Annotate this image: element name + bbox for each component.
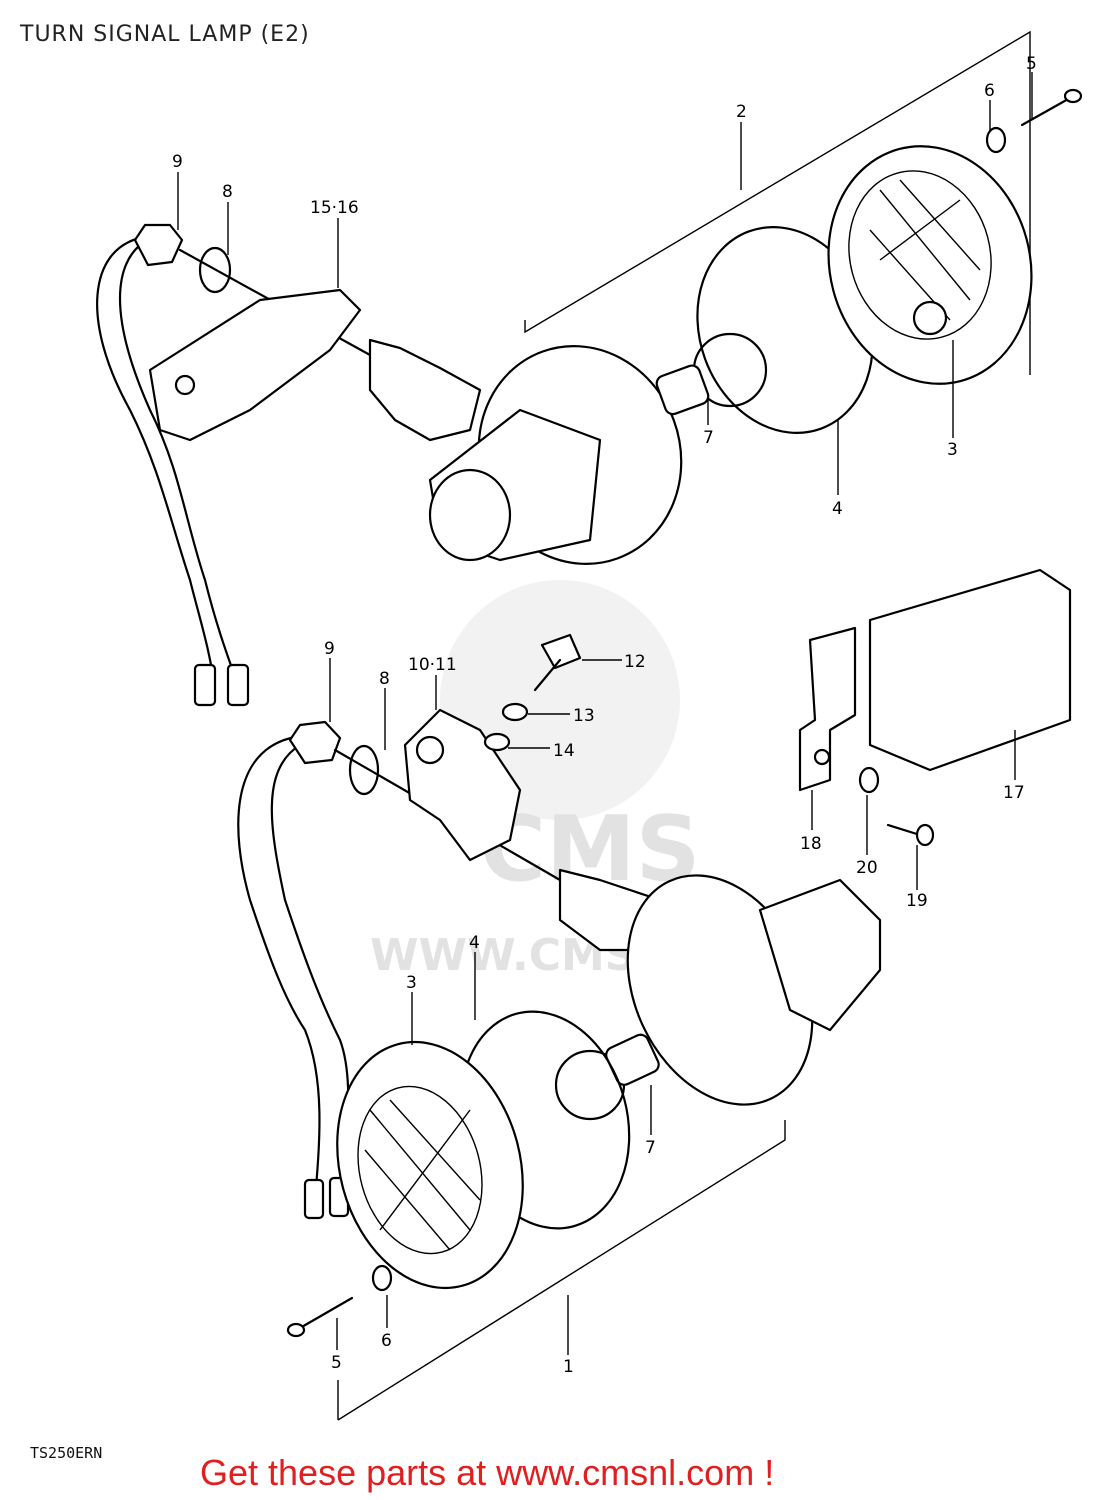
upper-assembly-bracket <box>524 30 1031 375</box>
upper-screw <box>1020 96 1072 127</box>
promo-link[interactable]: Get these parts at www.cmsnl.com ! <box>200 1452 775 1493</box>
lower-screw <box>298 1296 354 1330</box>
callout-lower-10-11: 10·11 <box>408 655 457 675</box>
upper-socket <box>368 338 482 442</box>
callout-lower-5: 5 <box>331 1353 342 1373</box>
lower-nut <box>288 720 342 765</box>
callout-lower-1: 1 <box>563 1357 574 1377</box>
callout-lower-6: 6 <box>381 1331 392 1351</box>
callout-upper-8: 8 <box>222 182 233 202</box>
callout-lower-12: 12 <box>624 652 646 672</box>
lower-lens <box>336 1040 524 1290</box>
leader-lines <box>177 72 1033 1355</box>
lower-assembly-bracket <box>337 1120 786 1421</box>
callout-lower-9: 9 <box>324 639 335 659</box>
lower-washer <box>348 744 380 796</box>
callout-upper-5: 5 <box>1026 54 1037 74</box>
callout-upper-2: 2 <box>736 102 747 122</box>
callout-upper-15-16: 15·16 <box>310 198 359 218</box>
upper-lens <box>827 145 1033 385</box>
upper-nut <box>133 223 184 267</box>
lower-wire-terminal-a <box>303 1178 325 1220</box>
callout-lower-3: 3 <box>406 973 417 993</box>
upper-mount-bracket <box>148 288 362 442</box>
callout-lower-17: 17 <box>1003 783 1025 803</box>
upper-wire-terminal-a <box>193 663 217 707</box>
callout-upper-6: 6 <box>984 81 995 101</box>
callout-lower-13: 13 <box>573 706 595 726</box>
callout-lower-7: 7 <box>645 1138 656 1158</box>
callout-lower-8: 8 <box>379 669 390 689</box>
flasher-relay <box>868 568 1072 772</box>
callout-labels: 2 5 6 9 8 15·16 7 4 3 9 8 10·11 12 13 14… <box>172 54 1037 1377</box>
relay-washer <box>858 766 880 794</box>
callout-lower-19: 19 <box>906 891 928 911</box>
lower-washer-14 <box>483 732 511 752</box>
lower-washer-13 <box>501 702 529 722</box>
callout-upper-3: 3 <box>947 440 958 460</box>
relay-bracket <box>798 626 857 792</box>
callout-lower-4: 4 <box>469 933 480 953</box>
upper-wire <box>96 236 217 692</box>
lower-bolt-12 <box>540 633 582 670</box>
callout-lower-20: 20 <box>856 858 878 878</box>
model-code: TS250ERN <box>30 1444 103 1462</box>
callout-upper-7: 7 <box>703 428 714 448</box>
callout-lower-18: 18 <box>800 834 822 854</box>
relay-screw <box>886 823 922 837</box>
callout-lower-14: 14 <box>553 741 575 761</box>
lower-screw-washer <box>371 1264 393 1292</box>
upper-wire-terminal-b <box>226 663 250 707</box>
upper-screw-washer <box>985 126 1007 154</box>
callout-upper-9: 9 <box>172 152 183 172</box>
page-title: TURN SIGNAL LAMP (E2) <box>20 22 310 47</box>
callout-upper-4: 4 <box>832 499 843 519</box>
lower-wire <box>237 735 321 1202</box>
lower-housing-cone <box>758 878 882 1032</box>
